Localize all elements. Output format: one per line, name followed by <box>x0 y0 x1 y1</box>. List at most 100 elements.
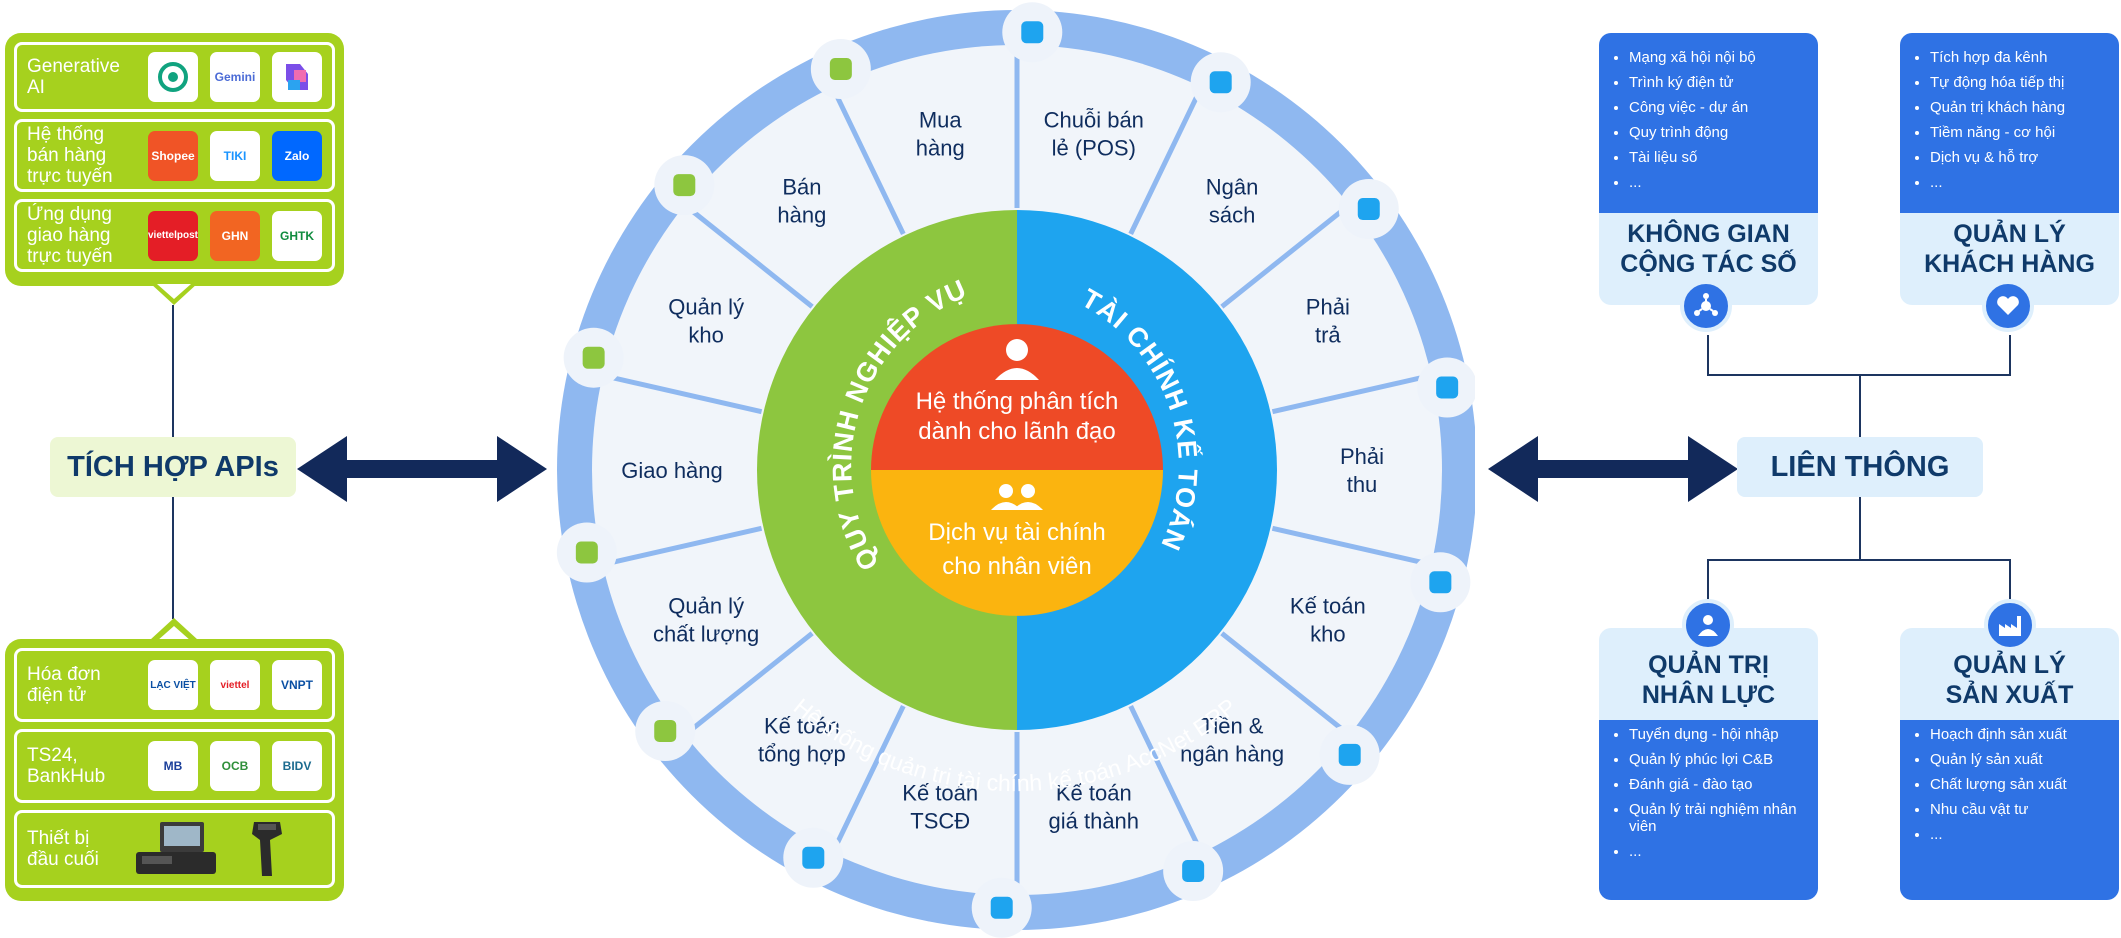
mb-logo: MB <box>148 741 198 791</box>
segment-label: Tiền &ngân hàng <box>1180 714 1284 767</box>
card-feature-item: Chất lượng sản xuất <box>1930 776 2107 793</box>
viettel-logo: viettel <box>210 660 260 710</box>
panel-pointer-inner <box>157 284 191 299</box>
sales-cart-icon <box>654 155 715 216</box>
row-label: Hóa đơn điện tử <box>27 664 101 706</box>
leader-icon <box>995 339 1039 380</box>
people-icon <box>1682 599 1734 651</box>
connector-line <box>1707 559 1709 607</box>
card-feature-item: Đánh giá - đào tạo <box>1629 776 1806 793</box>
lien-thong-label: LIÊN THÔNG <box>1737 437 1983 497</box>
segment-dividers <box>602 45 1432 895</box>
warehouse-icon <box>563 327 624 388</box>
quality-icon <box>635 700 696 761</box>
card-feature-item: Dịch vụ & hỗ trợ <box>1930 149 2107 166</box>
chatgpt-logo <box>148 52 198 102</box>
connector-line <box>1707 559 2011 561</box>
purchase-cart-icon <box>810 38 871 99</box>
connector-line <box>2009 559 2011 607</box>
row-label: TS24, BankHub <box>27 745 106 787</box>
segment-label: Giao hàng <box>621 458 723 483</box>
center-leadership <box>871 324 1163 470</box>
card-feature-item: Công việc - dự án <box>1629 99 1806 116</box>
card-feature-item: Mạng xã hội nội bộ <box>1629 49 1806 66</box>
segment-icons <box>556 2 1475 938</box>
barcode-scanner-image <box>252 822 282 876</box>
segment-divider <box>683 631 814 737</box>
connector-line <box>1707 335 1709 375</box>
double-arrow-left <box>297 436 547 502</box>
ghtk-logo: GHTK <box>272 210 322 261</box>
zalo-logo: Zalo <box>272 130 322 181</box>
row-label: Ứng dụng giao hàng trực tuyến <box>27 204 113 267</box>
tiki-logo: TIKI <box>210 130 260 181</box>
panel-pointer-inner <box>157 626 191 641</box>
segment-divider <box>602 372 763 415</box>
logo-group: Gemini <box>148 52 322 102</box>
card-feature-list: Hoạch định sản xuấtQuản lý sản xuấtChất … <box>1900 720 2119 900</box>
card-digital-workspace: Mạng xã hội nội bộ Trình ký điện tử Công v… <box>1599 33 1818 305</box>
bidv-logo: BIDV <box>272 741 322 791</box>
card-title-line: QUẢN LÝ <box>1953 220 2066 248</box>
segment-divider <box>830 86 906 236</box>
card-feature-item: Tiềm năng - cơ hội <box>1930 124 2107 141</box>
connector-line <box>1859 497 1861 560</box>
connector-line <box>2009 335 2011 375</box>
card-title-line: SẢN XUẤT <box>1945 681 2074 709</box>
ocb-logo: OCB <box>210 741 260 791</box>
card-feature-item: Tuyển dụng - hội nhập <box>1629 726 1806 743</box>
handshake-heart-icon <box>1982 280 2034 332</box>
pos-icon <box>1002 2 1063 63</box>
gemini-logo: Gemini <box>210 52 260 102</box>
card-feature-item: Trình ký điện tử <box>1629 74 1806 91</box>
integration-panel-online: Generative AI Gemini Hệ thống bán hàng t… <box>5 33 344 286</box>
network-icon <box>1680 280 1732 332</box>
segment-divider <box>1128 704 1204 854</box>
card-feature-item: Quản lý trải nghiệm nhân viên <box>1629 801 1806 835</box>
card-feature-list: Tuyển dụng - hội nhậpQuản lý phúc lợi C&… <box>1599 720 1818 900</box>
connector-line <box>172 305 174 437</box>
card-feature-item: Tài liệu số <box>1629 149 1806 166</box>
center-employee <box>871 470 1163 616</box>
delivery-icon <box>556 522 617 583</box>
logo-group <box>130 818 288 880</box>
budget-icon <box>1190 52 1251 113</box>
factory-icon <box>1984 599 2036 651</box>
card-title-line: NHÂN LỰC <box>1641 681 1776 709</box>
card-feature-item: Tích hợp đa kênh <box>1930 49 2107 66</box>
card-feature-item: Nhu cầu vật tư <box>1930 801 2107 818</box>
cash-bank-icon <box>1319 724 1380 785</box>
card-title-line: QUẢN TRỊ <box>1648 651 1769 679</box>
card-feature-item: ... <box>1629 843 1806 860</box>
group-icon <box>991 484 1043 510</box>
segment-divider <box>683 203 814 309</box>
double-arrow-right <box>1488 436 1738 502</box>
card-feature-item: ... <box>1629 174 1806 191</box>
row-label: Generative AI <box>27 56 120 98</box>
cost-accounting-icon <box>1163 841 1224 902</box>
vnpt-logo: VNPT <box>272 660 322 710</box>
segment-divider <box>1220 203 1351 309</box>
segment-divider <box>1271 525 1432 568</box>
segment-divider <box>1271 372 1432 415</box>
api-integration-label: TÍCH HỢP APIs <box>50 437 296 497</box>
connector-line <box>172 497 174 619</box>
